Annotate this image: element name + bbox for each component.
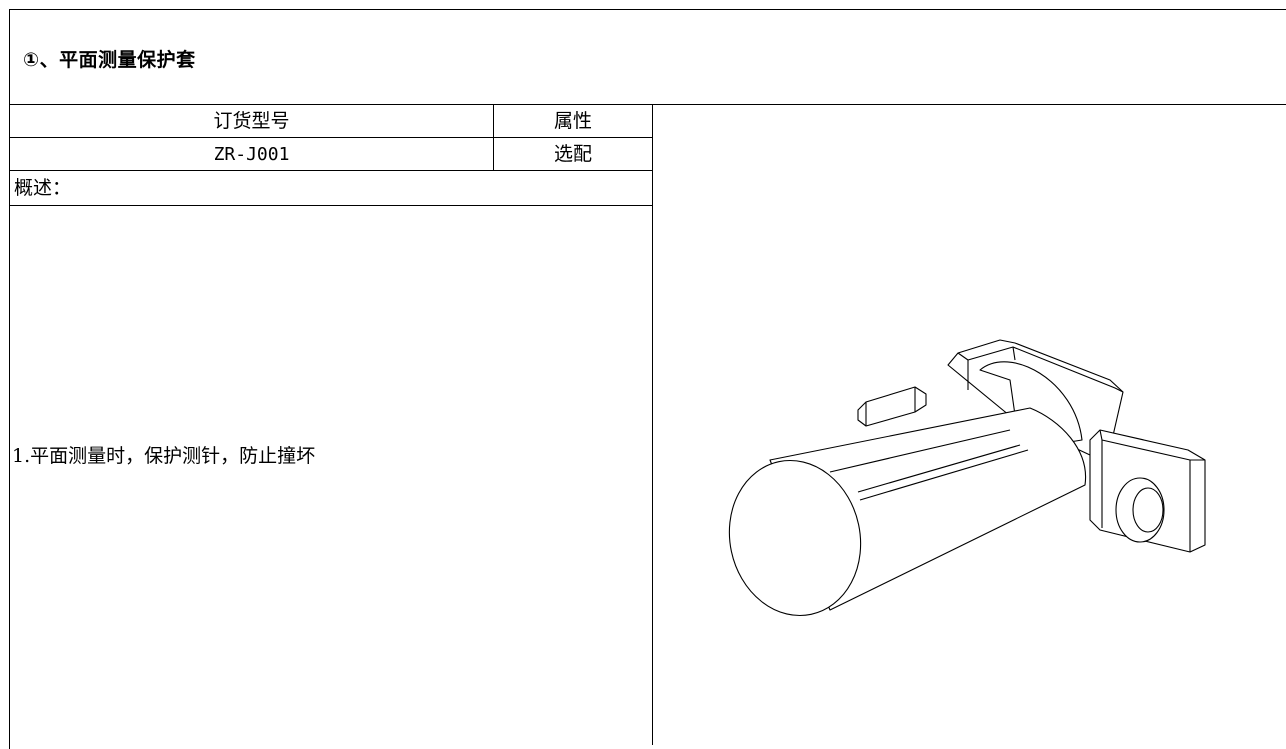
product-sheet: ①、平面测量保护套 订货型号 属性 ZR-J001 选配 概述： 1.平面测量时… <box>9 9 1286 749</box>
model-value: ZR-J001 <box>213 143 290 165</box>
data-row <box>10 138 652 171</box>
spec-table: 订货型号 属性 ZR-J001 选配 概述： 1.平面测量时，保护测针，防止撞坏 <box>10 105 653 745</box>
header-attribute: 属性 <box>553 110 592 132</box>
title-row: ①、平面测量保护套 <box>10 10 1286 105</box>
section-title: ①、平面测量保护套 <box>23 49 196 71</box>
description-text: 1.平面测量时，保护测针，防止撞坏 <box>12 444 316 467</box>
header-row <box>10 105 652 138</box>
attribute-value: 选配 <box>553 143 592 165</box>
overview-label: 概述： <box>10 171 652 206</box>
header-model: 订货型号 <box>213 110 290 132</box>
protective-sleeve-drawing <box>728 339 1206 617</box>
column-divider <box>493 105 494 171</box>
